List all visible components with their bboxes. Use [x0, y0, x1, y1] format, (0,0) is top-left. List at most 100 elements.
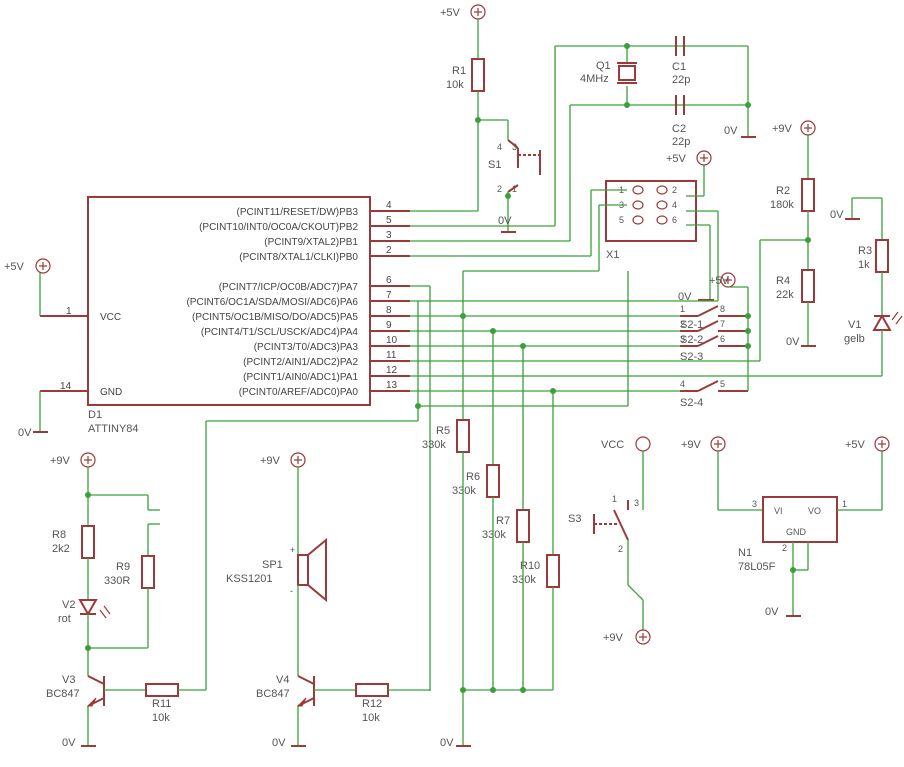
c2-name: C2	[672, 123, 686, 135]
s2-3-r: 6	[720, 334, 725, 344]
voltage-divider: +9V R2 180k R4 22k 0V	[770, 120, 816, 348]
r8-value: 2k2	[52, 543, 70, 555]
speaker-driver-v4: +9V + - SP1 KSS1201 V4 BC847 R12 10k 0V	[226, 452, 430, 749]
supply-label-9v-n1: +9V	[681, 439, 702, 451]
s3-pin-3: 3	[634, 498, 639, 508]
r1-value: 10k	[446, 79, 464, 91]
gnd-label-r4: 0V	[786, 336, 800, 348]
mcu-name: D1	[88, 409, 102, 421]
pin-num-10: 10	[386, 335, 398, 346]
r9-name: R9	[116, 561, 130, 573]
n1-pin-vi: VI	[774, 506, 783, 516]
supply-label-5v-r1: +5V	[440, 7, 461, 19]
r2-name: R2	[776, 185, 790, 197]
n1-pin-vo: VO	[808, 506, 821, 516]
s2-3-l: 3	[680, 334, 685, 344]
led-v2	[78, 599, 98, 617]
n1-pin-num-2: 2	[782, 543, 787, 553]
s3-name: S3	[568, 513, 581, 525]
supply-label-5v-mcu: +5V	[4, 261, 25, 273]
r5-value: 330k	[422, 439, 446, 451]
pin-label-pb0: (PCINT8/XTAL1/CLKI)PB0	[239, 252, 358, 263]
gnd-label-x1: 0V	[678, 291, 692, 303]
r1-name: R1	[452, 65, 466, 77]
r7-value: 330k	[482, 529, 506, 541]
resistor-r1	[471, 58, 485, 92]
pin-num-8: 8	[386, 305, 392, 316]
x1-pin-4: 4	[672, 200, 677, 210]
s2-4-l: 4	[680, 379, 685, 389]
supply-label-5v-s2: +5V	[709, 275, 730, 287]
c2-value: 22p	[672, 136, 690, 148]
pin-num-9: 9	[386, 320, 392, 331]
r10-value: 330k	[512, 574, 536, 586]
speaker-plus: +	[290, 545, 295, 555]
resistor-r2	[801, 178, 815, 212]
gnd-label-crystal: 0V	[724, 125, 738, 137]
pin-num-3: 3	[386, 230, 392, 241]
crystal-q1	[618, 65, 636, 81]
mcu-supply: +5V 0V	[4, 258, 51, 439]
s2-2-l: 2	[680, 319, 685, 329]
x1-pin-2: 2	[672, 185, 677, 195]
s2-2-r: 7	[720, 319, 725, 329]
s2-2-name: S2-2	[680, 334, 703, 346]
r11-name: R11	[152, 698, 171, 710]
gnd-label-v3: 0V	[62, 737, 76, 749]
isp-header-x1: 1 2 3 4 5 6 X1 +5V 0V	[410, 150, 719, 303]
x1-pin-5: 5	[619, 215, 624, 225]
c1-name: C1	[672, 61, 686, 73]
gnd-label-n1: 0V	[765, 606, 779, 618]
pin-label-pa1: (PCINT1/AIN0/ADC1)PA1	[243, 372, 358, 383]
r12-name: R12	[362, 698, 382, 710]
r12-value: 10k	[362, 712, 380, 724]
pin-label-gnd: GND	[100, 387, 122, 398]
pin-num-13: 13	[386, 380, 398, 391]
s3-pin-2: 2	[618, 544, 623, 554]
pin-num-7: 7	[386, 290, 392, 301]
r2-value: 180k	[770, 199, 794, 211]
r1-s1-group: +5V R1 10k S1 4 3 2 1 0V	[410, 4, 541, 233]
v4-value: BC847	[256, 688, 290, 700]
r3-name: R3	[858, 245, 872, 257]
pin-num-4: 4	[386, 200, 392, 211]
switch-s3-group: VCC S3 1 3 2 +9V	[568, 436, 651, 645]
pin-label-pb1: (PCINT9/XTAL2)PB1	[264, 237, 358, 248]
resistor-r10	[546, 554, 560, 588]
r6-value: 330k	[452, 485, 476, 497]
s1-pin-1: 1	[512, 184, 517, 194]
regulator-body	[762, 496, 838, 543]
r9-value: 330R	[104, 575, 130, 587]
gnd-label-v4: 0V	[272, 737, 286, 749]
pin-num-11: 11	[386, 350, 397, 361]
pin-num-6: 6	[386, 275, 392, 286]
mcu-value: ATTINY84	[88, 423, 139, 435]
r6-name: R6	[466, 471, 480, 483]
mcu-d1: VCC 1 GND 14 (PCINT11/RESET/DW)PB3 (PCIN…	[40, 196, 410, 435]
r8-name: R8	[52, 529, 66, 541]
n1-pin-num-1: 1	[842, 499, 847, 509]
s1-pin-3: 3	[512, 142, 517, 152]
supply-label-9v-s3: +9V	[603, 632, 624, 644]
supply-label-5v-n1: +5V	[845, 439, 866, 451]
resistor-r8	[81, 525, 95, 559]
resistor-r9	[141, 555, 155, 589]
r7-name: R7	[496, 515, 510, 527]
gnd-label-r3: 0V	[830, 209, 844, 221]
r3-value: 1k	[858, 259, 870, 271]
resistor-r7	[516, 509, 530, 543]
port-a-wires	[410, 239, 882, 691]
pin-num-5: 5	[386, 215, 392, 226]
v1-name: V1	[848, 319, 861, 331]
pin-num-12: 12	[386, 365, 398, 376]
x1-pin-6: 6	[672, 215, 677, 225]
resistor-r6	[486, 464, 500, 498]
v3-value: BC847	[46, 688, 80, 700]
resistor-r4	[801, 269, 815, 303]
gnd-label-s1: 0V	[498, 215, 512, 227]
n1-name: N1	[738, 547, 752, 559]
v2-value: rot	[58, 613, 71, 625]
s2-4-r: 5	[720, 379, 725, 389]
c1-value: 22p	[672, 74, 690, 86]
